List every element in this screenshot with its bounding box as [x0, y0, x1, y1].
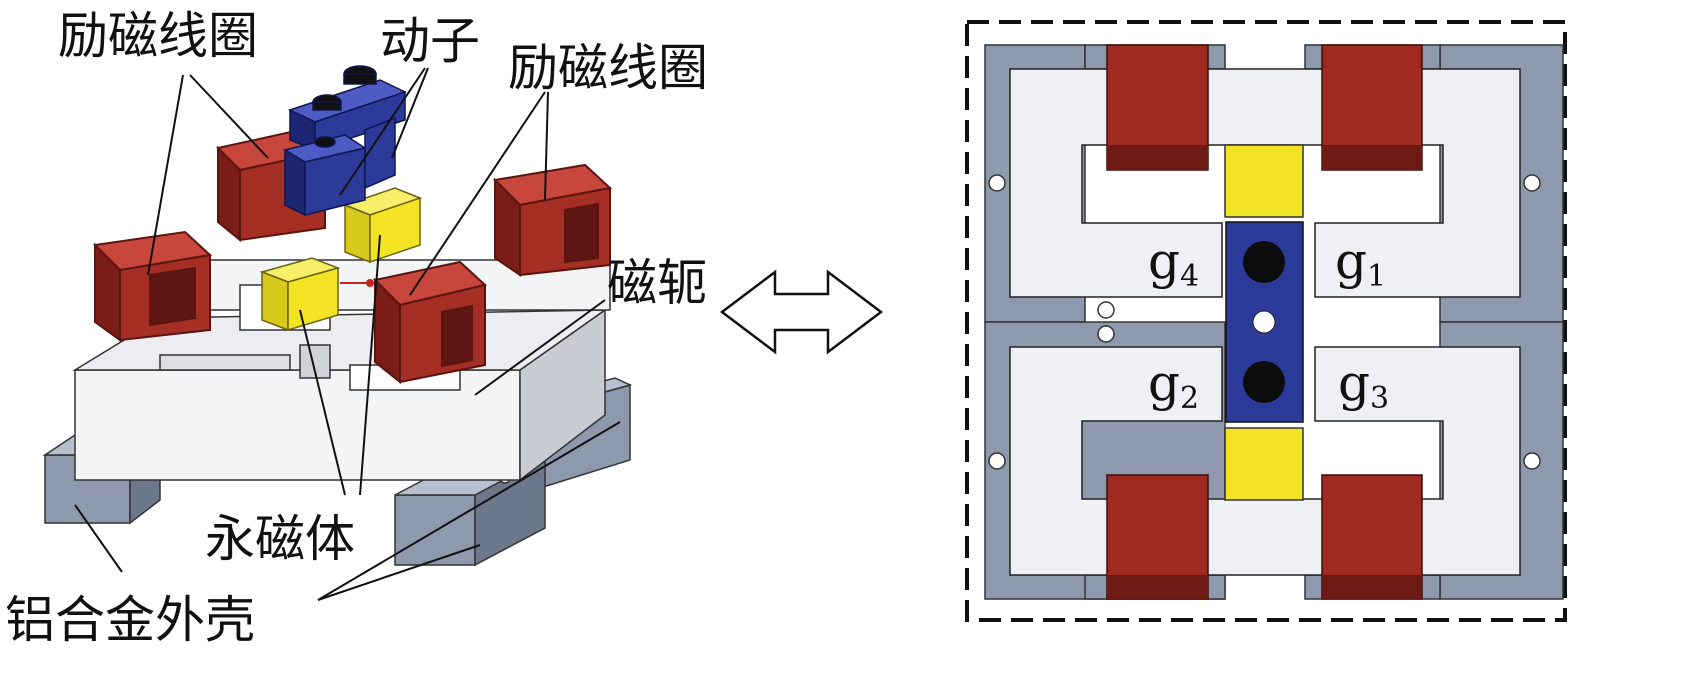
magnet-section-top: [1224, 144, 1304, 218]
label-permanent-magnet: 永磁体: [205, 510, 355, 568]
mover-3d: [283, 65, 407, 217]
coil-section-tl: [1106, 44, 1209, 171]
coil-section-tr: [1321, 44, 1423, 171]
mover-hole-center: [1252, 310, 1276, 334]
label-housing: 铝合金外壳: [5, 591, 255, 649]
label-coil-right: 励磁线圈: [508, 39, 708, 97]
coil-front-left: [92, 230, 213, 342]
mover-pin-bottom: [1243, 361, 1285, 403]
magnet-3d-back: [342, 187, 423, 264]
label-coil-left: 励磁线圈: [58, 7, 258, 65]
iso-view: 励磁线圈 动子 励磁线圈 磁轭 永磁体 铝合金外壳: [5, 7, 708, 649]
gap-label-g4: g4: [1148, 232, 1199, 294]
label-mover: 动子: [380, 12, 480, 70]
coil-section-br: [1321, 474, 1423, 600]
section-view: g4 g1 g2 g3: [965, 20, 1567, 622]
gap-label-g1: g1: [1335, 232, 1386, 294]
coil-front-right: [372, 260, 488, 385]
coil-section-bl: [1106, 474, 1209, 600]
pm-axis-dot: [366, 279, 374, 287]
dashed-border: [965, 20, 1567, 622]
leader-lines: [74, 67, 621, 601]
coil-back-right: [492, 163, 613, 277]
mover-pin-top: [1243, 241, 1285, 283]
gap-label-g2: g2: [1148, 354, 1199, 416]
magnet-3d-front: [259, 257, 341, 332]
gap-label-g3: g3: [1338, 354, 1389, 416]
mounting-holes: [988, 174, 1541, 470]
magnet-section-bottom: [1224, 427, 1304, 501]
double-arrow: [719, 269, 884, 355]
label-yoke: 磁轭: [607, 254, 707, 312]
